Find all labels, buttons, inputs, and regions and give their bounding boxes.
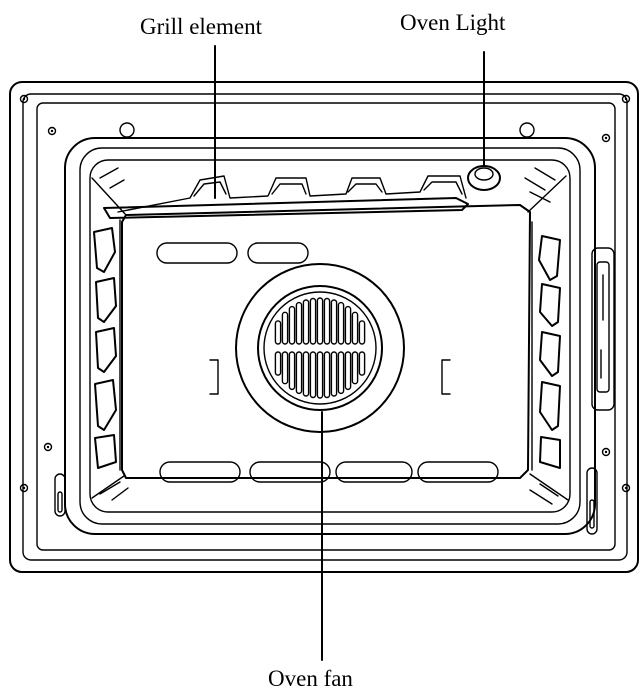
fan-slot xyxy=(281,351,289,385)
leader-lines xyxy=(214,45,485,661)
shelf-runners-left xyxy=(93,219,121,471)
fan-slot xyxy=(281,311,289,345)
fan-slot xyxy=(316,297,324,345)
fan-slot xyxy=(288,351,296,391)
fan-slot xyxy=(358,320,366,345)
door-latch xyxy=(591,247,615,411)
fan-slot xyxy=(330,351,338,397)
fan-slot xyxy=(323,297,331,345)
grill-element-label: Grill element xyxy=(140,14,262,39)
fan-slot xyxy=(302,299,310,345)
fan-slot xyxy=(351,351,359,385)
fan-slot xyxy=(295,301,303,345)
fan-slot xyxy=(344,351,352,391)
fan-slot xyxy=(344,305,352,345)
fan-slot xyxy=(337,301,345,345)
fan-slot xyxy=(274,351,282,376)
shelf-runners-right xyxy=(531,221,561,471)
oven-frame xyxy=(9,81,639,573)
fan-slot xyxy=(351,311,359,345)
fan-slot xyxy=(337,351,345,395)
oven-fan-label: Oven fan xyxy=(268,666,353,691)
fan-slot xyxy=(309,297,317,345)
oven-fan xyxy=(235,263,405,433)
fan-slots xyxy=(274,297,366,399)
fan-slot xyxy=(316,351,324,399)
fan-slot xyxy=(358,351,366,376)
frame-screws xyxy=(19,94,631,493)
mounting-hole-right xyxy=(519,122,535,138)
oven-cavity xyxy=(64,137,596,535)
fan-slot xyxy=(274,320,282,345)
fan-slot xyxy=(330,299,338,345)
oven-light xyxy=(467,165,501,191)
fan-slot xyxy=(288,305,296,345)
mounting-hole-left xyxy=(119,122,135,138)
rear-brackets xyxy=(209,359,451,395)
ceiling-hatching xyxy=(99,167,556,203)
back-wall-vents xyxy=(156,242,499,483)
floor-hatching xyxy=(99,481,559,505)
fan-slot xyxy=(323,351,331,399)
fan-slot xyxy=(302,351,310,397)
fan-slot xyxy=(309,351,317,399)
oven-light-label: Oven Light xyxy=(400,10,506,35)
fan-slot xyxy=(295,351,303,395)
